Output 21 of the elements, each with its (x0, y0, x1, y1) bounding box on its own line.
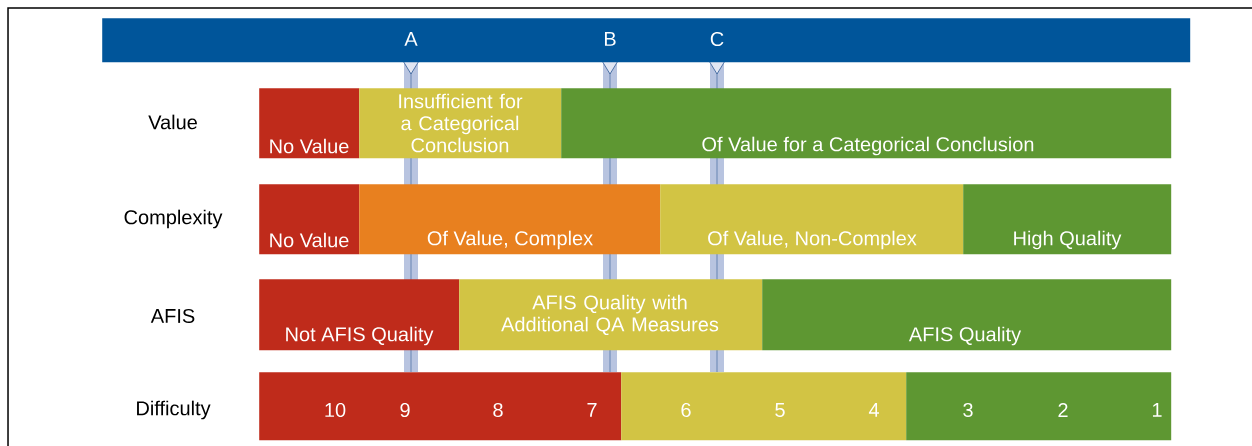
marker-letter: B (605, 32, 616, 46)
scale-segment: Of Value, Non-Complex (660, 184, 964, 255)
scale-segment: 6 5 4 (621, 372, 907, 441)
scale-segment: Insufficient for a Categorical Conclusion (359, 88, 562, 159)
band-bar (102, 18, 1191, 63)
row-label: Difficulty (137, 400, 211, 420)
row-label: AFIS (150, 308, 195, 324)
scale-segment: Of Value, Complex (359, 184, 661, 255)
scale-segment: AFIS Quality (762, 279, 1172, 351)
marker-letter: A (404, 32, 418, 46)
row-label: Value (148, 114, 197, 130)
scale-segment: 3 2 1 (906, 372, 1172, 441)
scale-segment: AFIS Quality with Additional QA Measures (459, 279, 763, 351)
scale-segment: No Value (259, 184, 360, 255)
scale-segment: 10 9 8 7 (259, 372, 622, 441)
row-label: Complexity (124, 209, 223, 229)
marker-letter: C (710, 31, 724, 47)
scale-segment: Of Value for a Categorical Conclusion (561, 88, 1172, 159)
scale-segment: High Quality (963, 184, 1172, 255)
scale-segment: Not AFIS Quality (259, 279, 460, 351)
scale-segment: No Value (259, 88, 360, 159)
